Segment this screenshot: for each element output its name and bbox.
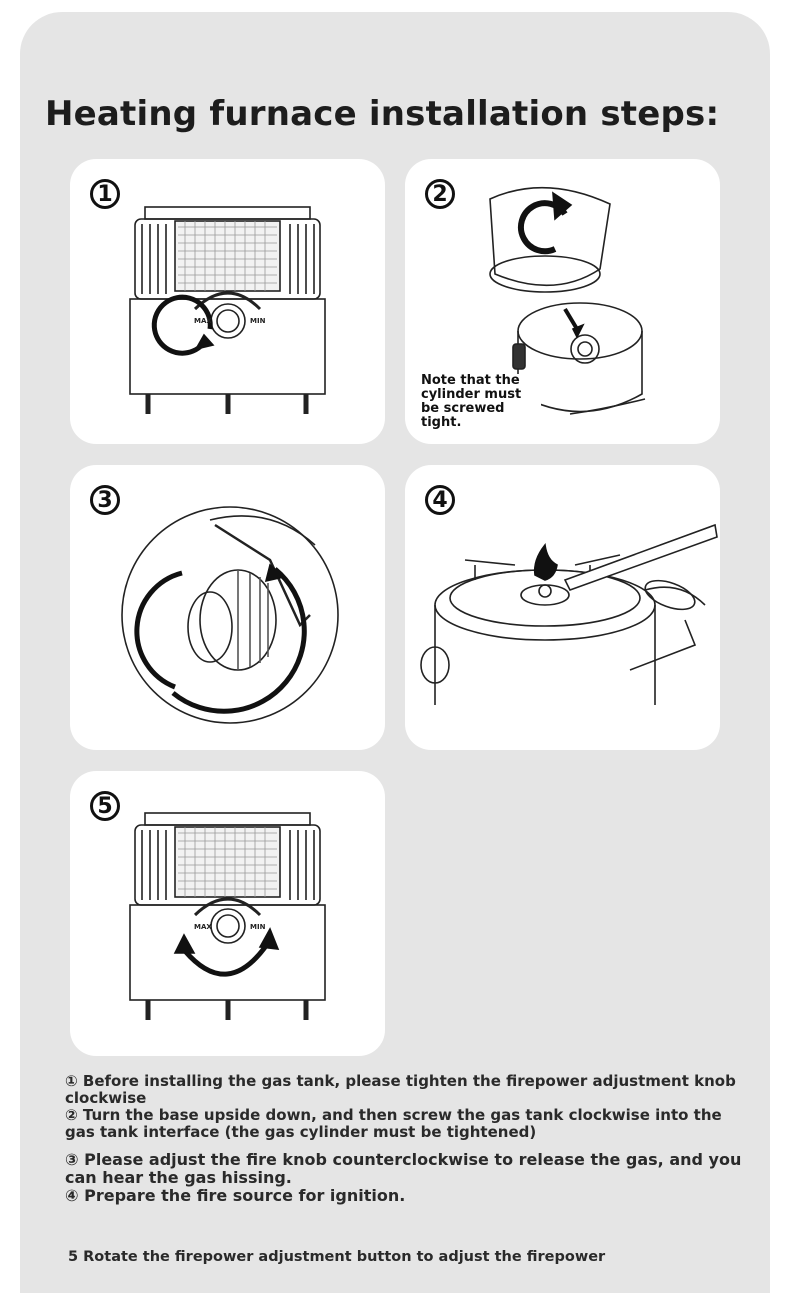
min-label: MIN — [250, 923, 266, 931]
step-number-badge: 3 — [90, 485, 120, 515]
gas-tank-illustration — [489, 186, 646, 415]
step-number-badge: 5 — [90, 791, 120, 821]
step-1-card: MAX MIN 1 — [70, 159, 385, 444]
instruction-step-3: ③ Please adjust the fire knob counterclo… — [65, 1150, 742, 1187]
instructions-list: ① Before installing the gas tank, please… — [65, 1072, 755, 1266]
heater-front-illustration: MAX MIN — [129, 206, 326, 414]
instruction-step-5: 5 Rotate the firepower adjustment button… — [68, 1249, 606, 1265]
min-label: MIN — [250, 317, 266, 325]
ignition-illustration — [420, 523, 718, 705]
cylinder-note: Note that the cylinder must be screwed t… — [421, 374, 541, 430]
instruction-step-4: ④ Prepare the fire source for ignition. — [65, 1186, 406, 1205]
page-title: Heating furnace installation steps: — [45, 94, 720, 134]
step-3-card: 3 — [70, 465, 385, 750]
step-2-card: 2 Note that the cylinder must be screwed… — [405, 159, 720, 444]
step-4-card: 4 — [405, 465, 720, 750]
instruction-step-2: ② Turn the base upside down, and then sc… — [65, 1106, 722, 1141]
knob-closeup-illustration — [121, 506, 339, 724]
instruction-step-1: ① Before installing the gas tank, please… — [65, 1072, 736, 1107]
heater-adjust-illustration: MAX MIN — [129, 812, 326, 1020]
step-number-badge: 2 — [425, 179, 455, 209]
step-5-card: MAX MIN 5 — [70, 771, 385, 1056]
max-label: MAX — [194, 317, 212, 325]
step-number-badge: 1 — [90, 179, 120, 209]
max-label: MAX — [194, 923, 212, 931]
step-number-badge: 4 — [425, 485, 455, 515]
